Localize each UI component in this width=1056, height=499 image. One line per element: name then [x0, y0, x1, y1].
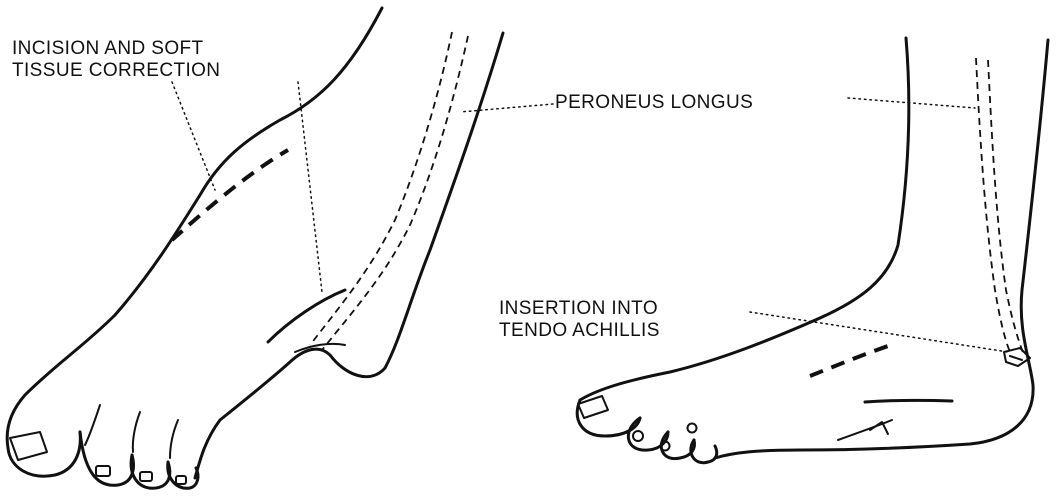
right-foot-toenail-4 — [688, 424, 697, 433]
right-foot-heel-outline — [715, 40, 1048, 458]
left-foot-toe-crease-1 — [85, 405, 100, 445]
left-foot-heel-outline — [195, 33, 503, 478]
insertion-label-line1: INSERTION INTO — [499, 298, 658, 319]
left-foot-toe-crease-3 — [170, 420, 178, 458]
left-foot-toenail-3 — [140, 472, 152, 481]
insertion-label-line2: TENDO ACHILLIS — [499, 320, 660, 341]
left-foot-malleolus-line — [268, 290, 345, 342]
left-foot-peroneus-tendon-a — [310, 32, 452, 345]
incision-label-line2: TISSUE CORRECTION — [12, 60, 220, 81]
left-foot-big-toe — [8, 432, 80, 476]
right-foot-crease-mark — [870, 422, 888, 434]
left-foot-peroneus-tendon-b — [322, 36, 468, 350]
right-foot-peroneus-tendon-b — [988, 60, 1024, 355]
left-foot-toenail-4 — [176, 476, 186, 484]
left-foot-big-toenail — [10, 432, 47, 460]
right-foot-toenail-2 — [633, 431, 643, 441]
left-foot-incision — [172, 150, 288, 240]
leader-incision-right — [298, 82, 322, 292]
leader-peroneus-left — [460, 104, 553, 112]
right-foot-incision — [810, 346, 888, 376]
left-foot-toe-crease-2 — [133, 412, 140, 452]
left-foot-toenail-2 — [96, 466, 110, 476]
peroneus-label: PERONEUS LONGUS — [555, 92, 753, 113]
leader-incision-left — [172, 82, 215, 190]
leader-peroneus-right — [848, 98, 975, 108]
right-foot-peroneus-tendon-a — [976, 58, 1010, 352]
right-foot-lateral-crease — [838, 420, 892, 440]
right-foot-toe-3 — [661, 432, 694, 459]
right-foot-lateral-line — [865, 400, 952, 402]
incision-label-line1: INCISION AND SOFT — [12, 38, 204, 59]
